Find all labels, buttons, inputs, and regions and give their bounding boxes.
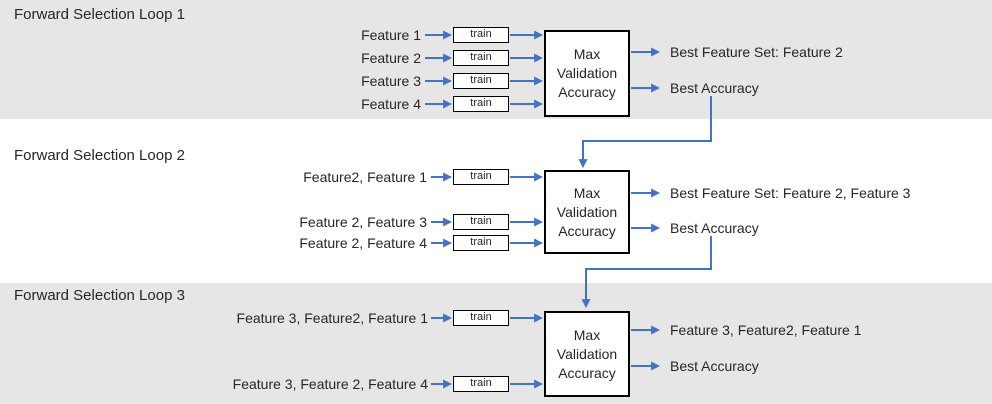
loop2-title: Forward Selection Loop 2 — [14, 147, 185, 164]
loop1-output1-label: Best Feature Set: Feature 2 — [670, 44, 843, 60]
loop2-output1-label: Best Feature Set: Feature 2, Feature 3 — [670, 185, 911, 201]
max-box-line: Max — [573, 326, 601, 343]
loop1-max-validation-accuracy-box: Max Validation Accuracy — [544, 30, 630, 117]
loop2-train-box-2: train — [453, 214, 509, 230]
loop1-output2-label: Best Accuracy — [670, 80, 759, 96]
loop2-input3-label: Feature 2, Feature 4 — [299, 235, 427, 251]
loop1-train-box-4: train — [453, 96, 509, 112]
loop2-section-background — [0, 119, 992, 283]
loop3-output2-label: Best Accuracy — [670, 358, 759, 374]
max-box-line: Accuracy — [558, 222, 616, 239]
max-box-line: Validation — [556, 65, 618, 81]
loop1-train-box-2: train — [453, 50, 509, 66]
loop2-input1-label: Feature2, Feature 1 — [303, 169, 427, 185]
loop3-max-validation-accuracy-box: Max Validation Accuracy — [544, 311, 630, 397]
max-box-line: Max — [573, 46, 601, 62]
loop2-max-validation-accuracy-box: Max Validation Accuracy — [544, 170, 630, 254]
loop3-train-box-2: train — [453, 376, 509, 392]
max-box-line: Validation — [556, 203, 618, 220]
loop1-input1-label: Feature 1 — [361, 27, 421, 43]
loop3-train-box-1: train — [453, 310, 509, 326]
loop3-output1-label: Feature 3, Feature2, Feature 1 — [670, 322, 862, 338]
loop3-title: Forward Selection Loop 3 — [14, 287, 185, 304]
loop2-input2-label: Feature 2, Feature 3 — [299, 214, 427, 230]
loop2-output2-label: Best Accuracy — [670, 220, 759, 236]
max-box-line: Accuracy — [558, 364, 616, 381]
loop1-input3-label: Feature 3 — [361, 73, 421, 89]
max-box-line: Validation — [556, 345, 618, 362]
loop1-input2-label: Feature 2 — [361, 50, 421, 66]
max-box-line: Accuracy — [558, 84, 616, 100]
loop1-title: Forward Selection Loop 1 — [14, 6, 185, 23]
loop1-train-box-3: train — [453, 73, 509, 89]
loop1-train-box-1: train — [453, 27, 509, 43]
loop2-train-box-1: train — [453, 169, 509, 185]
max-box-line: Max — [573, 184, 601, 201]
loop1-input4-label: Feature 4 — [361, 96, 421, 112]
loop2-train-box-3: train — [453, 235, 509, 251]
loop3-input1-label: Feature 3, Feature2, Feature 1 — [236, 310, 428, 326]
loop3-input2-label: Feature 3, Feature 2, Feature 4 — [232, 376, 428, 392]
